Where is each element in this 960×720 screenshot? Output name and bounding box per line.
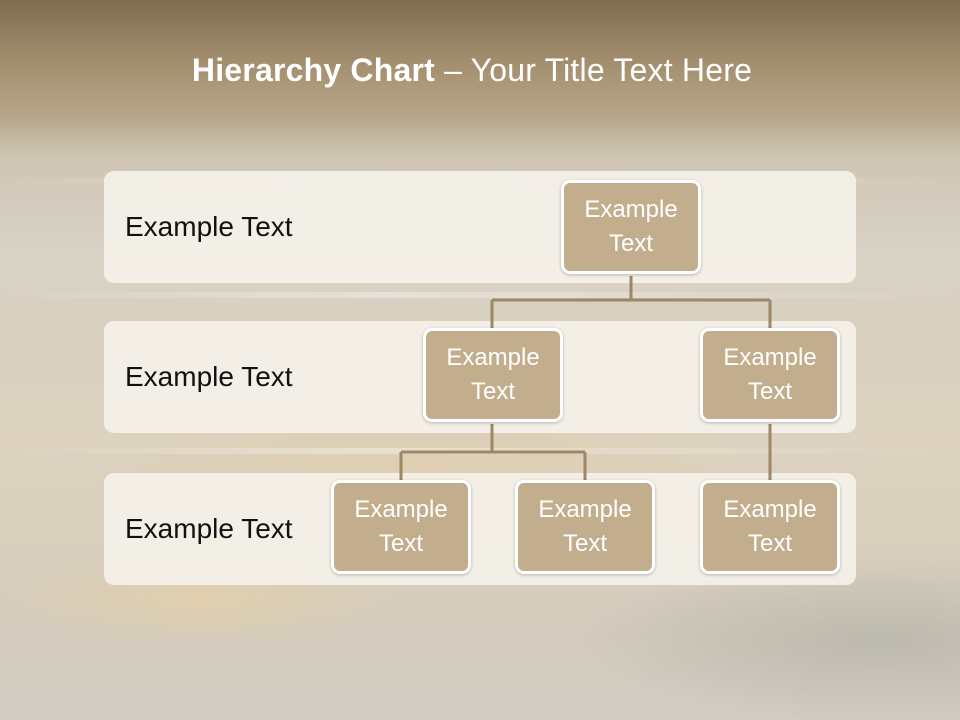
node-root: Example Text	[561, 180, 701, 274]
node-level3-middle: Example Text	[515, 480, 655, 574]
row-label-level-1: Example Text	[125, 211, 293, 242]
slide-title: Hierarchy Chart – Your Title Text Here	[0, 52, 944, 89]
node-level3-right: Example Text	[700, 480, 840, 574]
background-wave	[0, 292, 960, 298]
row-label-level-3: Example Text	[125, 513, 293, 544]
title-rest-part: – Your Title Text Here	[435, 52, 753, 88]
row-label-level-2: Example Text	[125, 361, 293, 392]
row-band-level-1: Example Text	[104, 171, 856, 283]
node-level2-right: Example Text	[700, 328, 840, 422]
node-level3-left: Example Text	[331, 480, 471, 574]
node-level2-left: Example Text	[423, 328, 563, 422]
title-bold-part: Hierarchy Chart	[191, 52, 435, 88]
